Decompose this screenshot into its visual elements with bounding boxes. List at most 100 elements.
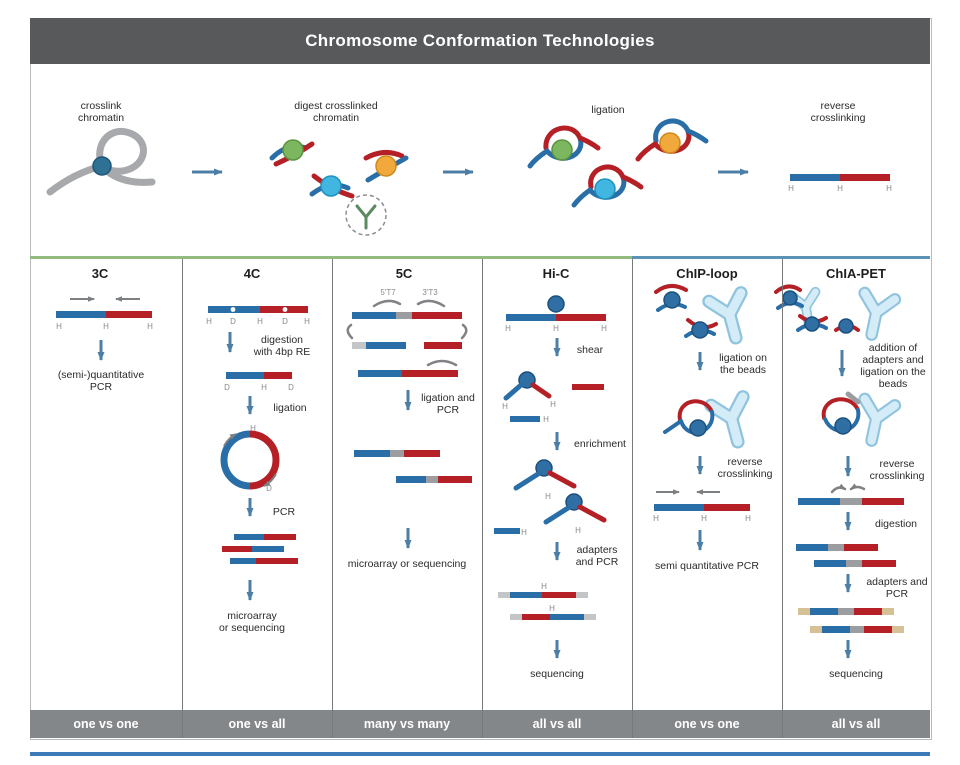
- step-label-reverse-chia-2: crosslinking: [869, 470, 925, 482]
- site-label-h: H: [886, 184, 892, 193]
- step-label-adapters: adapters: [576, 544, 618, 556]
- site-label-h: H: [837, 184, 843, 193]
- site-label-d: D: [288, 383, 294, 392]
- step-label-reverse-chia: reverse: [879, 458, 915, 470]
- step-label-enrichment: enrichment: [574, 438, 626, 450]
- divider-accent-green: [30, 256, 632, 259]
- step-label-ligation-pcr-2: PCR: [436, 404, 460, 416]
- column-divider: [182, 259, 183, 738]
- step-label-adapters-2: and PCR: [575, 556, 619, 568]
- bead-icon: [691, 321, 709, 339]
- col-3c-graphic: [56, 296, 152, 361]
- step-label-adapters-chia-2: PCR: [885, 588, 909, 600]
- crosslink-bead-icon: [92, 156, 112, 176]
- footer-bar: one vs one one vs all many vs many all v…: [30, 710, 930, 738]
- protein-green-icon: [282, 139, 304, 161]
- antibody-icon: [857, 293, 895, 338]
- footer-cell-3c: one vs one: [73, 717, 139, 731]
- site-label-h: H: [701, 514, 707, 523]
- adapter-segment-icon: [845, 391, 861, 405]
- step-label-reverse: reverse: [820, 100, 856, 112]
- step-label-digestion-chia: digestion: [874, 518, 918, 530]
- site-label-h: H: [502, 402, 508, 411]
- step-label-sequencing-chia: sequencing: [829, 668, 883, 680]
- step-label-addition-2: adapters and: [862, 354, 924, 366]
- step-label-microarray-2: or sequencing: [219, 622, 285, 634]
- step-label-ligation: ligation: [591, 104, 625, 116]
- site-label-h: H: [601, 324, 607, 333]
- column-divider: [632, 259, 633, 738]
- title-bar: Chromosome Conformation Technologies: [30, 18, 930, 64]
- bead-icon: [663, 291, 681, 309]
- site-label-h: H: [257, 317, 263, 326]
- column-title-hic: Hi-C: [542, 266, 570, 281]
- step-label-addition: addition of: [868, 342, 918, 354]
- step-label-microarray-seq: microarray or sequencing: [347, 558, 467, 570]
- site-label-h: H: [653, 514, 659, 523]
- column-divider: [332, 259, 333, 738]
- divider-accent-blue: [632, 256, 930, 259]
- step-label-microarray: microarray: [227, 610, 277, 622]
- site-label-h: H: [575, 526, 581, 535]
- step-label-adapters-chia: adapters and: [866, 576, 928, 588]
- protein-orange-icon: [659, 132, 681, 154]
- column-title-chiploop: ChIP-loop: [676, 266, 738, 281]
- workflow-reverse-graphic: [790, 174, 890, 181]
- site-label-h: H: [550, 400, 556, 409]
- site-label-h: H: [206, 317, 212, 326]
- site-label-h: H: [545, 492, 551, 501]
- step-label-quantitative-pcr: (semi-)quantitative: [57, 369, 145, 381]
- site-label-h: H: [745, 514, 751, 523]
- column-divider: [482, 259, 483, 738]
- site-label-d: D: [230, 317, 236, 326]
- site-label-h: H: [250, 424, 256, 433]
- footer-cell-chiploop: one vs one: [674, 717, 740, 731]
- footer-cell-5c: many vs many: [363, 717, 451, 731]
- step-label-reverse-chip-2: crosslinking: [717, 468, 773, 480]
- protein-orange-icon: [375, 155, 397, 177]
- step-label-quantitative-pcr-2: PCR: [89, 381, 113, 393]
- site-label-h: H: [553, 324, 559, 333]
- column-title-4c: 4C: [243, 266, 261, 281]
- step-label-addition-4: beads: [878, 378, 908, 390]
- step-label-shear: shear: [576, 344, 604, 356]
- col-chiapet-graphic: [774, 284, 904, 659]
- step-label-pcr-4c: PCR: [272, 506, 296, 518]
- bead-icon: [834, 417, 852, 435]
- column-title-5c: 5C: [395, 266, 413, 281]
- antibody-legend-icon: [345, 194, 387, 236]
- step-label-digestion-2: with 4bp RE: [253, 346, 311, 358]
- step-label-sequencing-hic: sequencing: [530, 668, 584, 680]
- step-label-ligation-pcr: ligation and: [421, 392, 475, 404]
- step-label-semi-pcr: semi quantitative PCR: [655, 560, 759, 572]
- column-title-3c: 3C: [91, 266, 109, 281]
- site-label-h: H: [103, 322, 109, 331]
- bead-icon: [804, 316, 820, 332]
- antibody-icon: [711, 397, 754, 446]
- protein-green-icon: [551, 139, 573, 161]
- step-label-crosslink-2: chromatin: [77, 112, 125, 124]
- protein-cyan-icon: [594, 178, 616, 200]
- site-label-h: H: [549, 604, 555, 613]
- col-chiploop-graphic: [654, 284, 754, 551]
- site-label-h: H: [543, 415, 549, 424]
- bead-icon: [689, 419, 707, 437]
- bead-icon: [782, 290, 798, 306]
- step-label-ligation-beads-2: the beads: [719, 364, 767, 376]
- col-hic-graphic: [494, 295, 607, 659]
- step-label-crosslink: crosslink: [80, 100, 122, 112]
- step-label-reverse-2: crosslinking: [810, 112, 866, 124]
- step-label-digestion: digestion: [260, 334, 304, 346]
- step-label-digest: digest crosslinked: [294, 100, 378, 112]
- protein-cyan-icon: [320, 175, 342, 197]
- column-title-chiapet: ChIA-PET: [826, 266, 886, 281]
- workflow-crosslink-graphic: [46, 128, 156, 196]
- site-label-h: H: [541, 582, 547, 591]
- site-label-h: H: [505, 324, 511, 333]
- step-label-addition-3: ligation on the: [860, 366, 926, 378]
- bottom-accent-line: [30, 752, 930, 756]
- step-label-digest-2: chromatin: [312, 112, 360, 124]
- page-title: Chromosome Conformation Technologies: [305, 31, 655, 50]
